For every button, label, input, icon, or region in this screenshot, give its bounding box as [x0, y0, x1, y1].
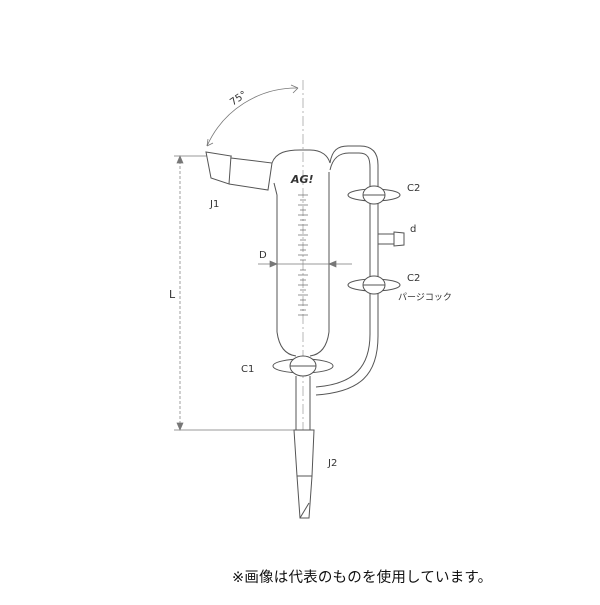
label-d-small: d — [410, 224, 416, 235]
label-j1: J1 — [209, 199, 219, 210]
label-c1: C1 — [241, 364, 254, 375]
side-outlet-d — [378, 231, 405, 247]
length-dimension — [174, 155, 300, 431]
label-purge-cock: パージコック — [398, 292, 452, 303]
side-joint-j1 — [205, 151, 273, 191]
representative-image-note: ※画像は代表のものを使用しています。 — [232, 570, 493, 586]
graduation-scale — [298, 194, 308, 316]
angle-arc — [206, 84, 299, 147]
angle-label: 75° — [228, 89, 249, 108]
diameter-dimension — [258, 260, 352, 268]
stopcock-c2-lower — [347, 275, 401, 295]
stopcock-c2-upper — [347, 185, 401, 205]
bypass-tube — [315, 145, 379, 396]
bottom-joint-j2 — [293, 429, 315, 519]
vessel-body — [271, 149, 331, 357]
label-c2-lower: C2 — [407, 273, 420, 284]
length-label: L — [169, 288, 176, 301]
diameter-label: D — [259, 250, 267, 261]
label-c2-upper: C2 — [407, 183, 420, 194]
label-j2: J2 — [327, 458, 337, 469]
bottom-stem — [295, 376, 311, 430]
stopcock-c1 — [272, 355, 334, 377]
brand-mark: AG! — [290, 173, 314, 186]
